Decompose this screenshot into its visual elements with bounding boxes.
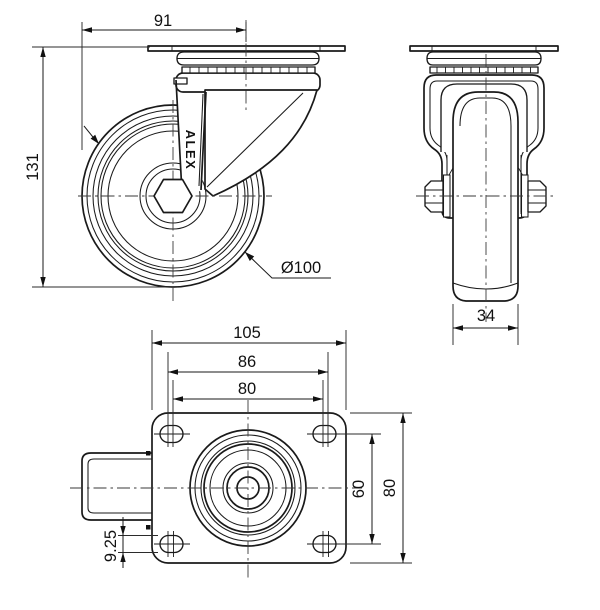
ball-bearing-ticks [189, 67, 308, 73]
dimension-9-25: 9.25 [102, 517, 158, 568]
wheel-front-bottom-arc [452, 282, 519, 290]
ball-bearing-ticks-front [436, 67, 531, 73]
brand-logo: ALEX [183, 130, 198, 171]
dimension-80-right: 80 [350, 412, 412, 564]
dimension-60: 60 [340, 433, 381, 545]
fork-bend-line [206, 92, 304, 188]
dimension-105: 105 [151, 324, 347, 410]
plan-centerlines [70, 400, 362, 578]
axle-hex-nut [153, 178, 193, 214]
ball-bearing-row-front [429, 66, 539, 74]
dim-34-label: 34 [477, 307, 495, 325]
top-plate-front [409, 45, 559, 52]
wheel-plan-inner-line [87, 458, 158, 514]
dimension-80-top: 80 [172, 380, 324, 447]
dimension-91: 91 [81, 12, 247, 150]
plate-hole-ticks-front [431, 46, 537, 51]
tangent-mark-top [146, 451, 151, 456]
front-centerlines [416, 54, 556, 322]
dim-80-right-label: 80 [381, 479, 399, 497]
fork-leg-edges [175, 79, 207, 194]
hex-nut-left [424, 180, 444, 213]
fork-web [204, 89, 318, 197]
top-plate-side [147, 45, 346, 52]
dim-diameter-label: Ø100 [281, 259, 321, 277]
wheel-front [452, 91, 519, 302]
fork-leg-inner-line [198, 93, 204, 187]
dim-86-label: 86 [238, 353, 256, 371]
dimension-34: 34 [452, 304, 519, 345]
ball-bearing-row [181, 66, 316, 74]
wheel-front-inner-line [459, 97, 512, 283]
hex-nut-right-facets [528, 189, 546, 204]
slot-centerlines-h [154, 433, 342, 545]
dim-80-top-label: 80 [238, 380, 256, 398]
hex-nut-right [527, 180, 547, 213]
side-view: ALEX [78, 20, 346, 302]
leg-flare-ticks [448, 167, 523, 176]
dim-9-25-label: 9.25 [102, 530, 120, 562]
plate-hole-ticks [171, 46, 321, 51]
fork-leg-fill [176, 78, 207, 193]
fork-leg-tab [173, 77, 188, 85]
dimension-131: 131 [24, 46, 178, 288]
tangent-mark-bottom [146, 525, 151, 530]
wheel-plan [81, 452, 158, 521]
dim-60-label: 60 [350, 480, 368, 498]
dim-91-label: 91 [154, 12, 172, 30]
front-view [409, 45, 559, 322]
dimension-86: 86 [167, 352, 329, 447]
dimension-wheel-diameter: Ø100 [83, 125, 331, 279]
slot-centerlines-v [167, 531, 329, 557]
dim-131-label: 131 [24, 153, 42, 181]
dim-105-label: 105 [233, 324, 261, 342]
hex-nut-left-facets [425, 189, 443, 204]
plan-view [70, 400, 362, 578]
